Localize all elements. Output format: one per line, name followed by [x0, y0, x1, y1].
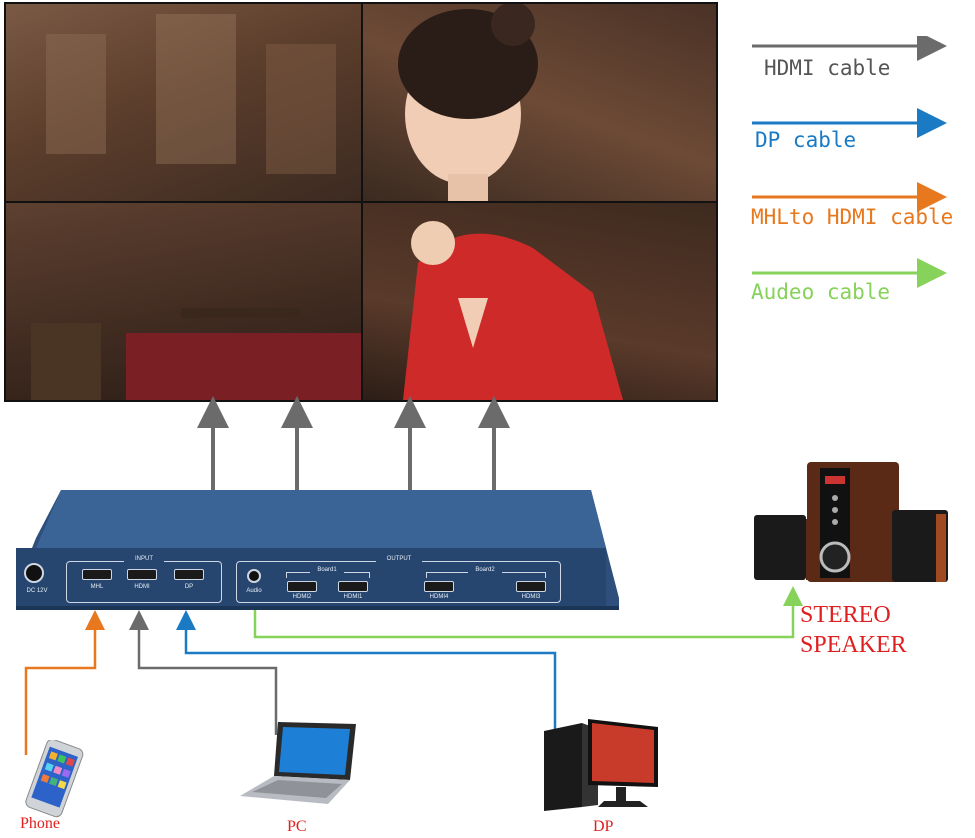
mhl-port-label: MHL: [90, 584, 104, 590]
hdmi-input-port[interactable]: [127, 569, 157, 580]
wall-panel-art: [31, 308, 361, 400]
speaker-label: STEREO SPEAKER: [800, 600, 907, 660]
wall-panel-bottom-left: [6, 203, 361, 400]
dp-port-label: DP: [184, 584, 194, 590]
pc-label: PC: [287, 818, 307, 835]
phone-image: [25, 740, 84, 818]
legend-audio-label: Audeo cable: [751, 280, 891, 304]
left-satellite-speaker: [754, 515, 806, 580]
wall-panel-bottom-right: [363, 203, 716, 400]
output-group-label: OUTPUT: [376, 556, 422, 562]
input-group-label: INPUT: [124, 556, 164, 562]
hdmi4-output-port[interactable]: [424, 581, 454, 592]
legend-mhl-label: MHLto HDMI cable: [751, 205, 954, 229]
wall-panel-art: [398, 4, 538, 201]
laptop-image: [240, 722, 356, 804]
hdmi-port-label: HDMI: [134, 584, 150, 590]
hdmi2-port-label: HDMI2: [292, 594, 312, 600]
input-group: [66, 561, 222, 603]
audio-port[interactable]: [247, 569, 261, 583]
hdmi3-port-label: HDMI3: [521, 594, 541, 600]
video-wall-controller: DC 12V INPUT MHL HDMI DP OUTPUT Audio Bo…: [16, 488, 621, 613]
controller-body: [16, 490, 619, 610]
hdmi2-output-port[interactable]: [287, 581, 317, 592]
legend: HDMI cable DP cable MHLto HDMI cable Aud…: [750, 36, 970, 316]
audio-cable-line: [253, 586, 803, 639]
right-satellite-speaker: [892, 510, 948, 582]
hdmi1-port-label: HDMI1: [343, 594, 363, 600]
stereo-speaker-image: [754, 462, 948, 582]
legend-arrows: [752, 36, 947, 288]
hdmi1-output-port[interactable]: [338, 581, 368, 592]
power-jack[interactable]: [24, 563, 44, 583]
hdmi4-port-label: HDMI4: [429, 594, 449, 600]
mhl-port[interactable]: [82, 569, 112, 580]
board2-label: Board2: [468, 567, 502, 573]
output-group: [236, 561, 561, 603]
wall-panel-top-left: [6, 4, 361, 201]
audio-port-label: Audio: [246, 588, 262, 594]
speaker-label-line1: STEREO: [800, 602, 891, 628]
hdmi3-output-port[interactable]: [516, 581, 546, 592]
legend-dp-label: DP cable: [755, 128, 857, 152]
phone-label: Phone: [20, 815, 60, 832]
subwoofer-cone: [819, 541, 851, 573]
power-label: DC 12V: [26, 588, 48, 594]
wall-panel-art: [403, 221, 623, 400]
dp-device-label: DP: [593, 818, 614, 835]
dp-cable-line: [176, 610, 557, 735]
speaker-label-line2: SPEAKER: [800, 632, 907, 658]
wall-panel-art: [46, 14, 336, 174]
video-wall: [4, 2, 718, 402]
subwoofer-display: [825, 476, 845, 484]
desktop-computer-image: [544, 719, 658, 811]
legend-hdmi-label: HDMI cable: [764, 56, 891, 80]
mhl-cable-line: [24, 610, 105, 755]
board1-label: Board1: [310, 567, 344, 573]
dp-port[interactable]: [174, 569, 204, 580]
wall-panel-top-right: [363, 4, 716, 201]
hdmi-cable-line: [129, 610, 278, 735]
